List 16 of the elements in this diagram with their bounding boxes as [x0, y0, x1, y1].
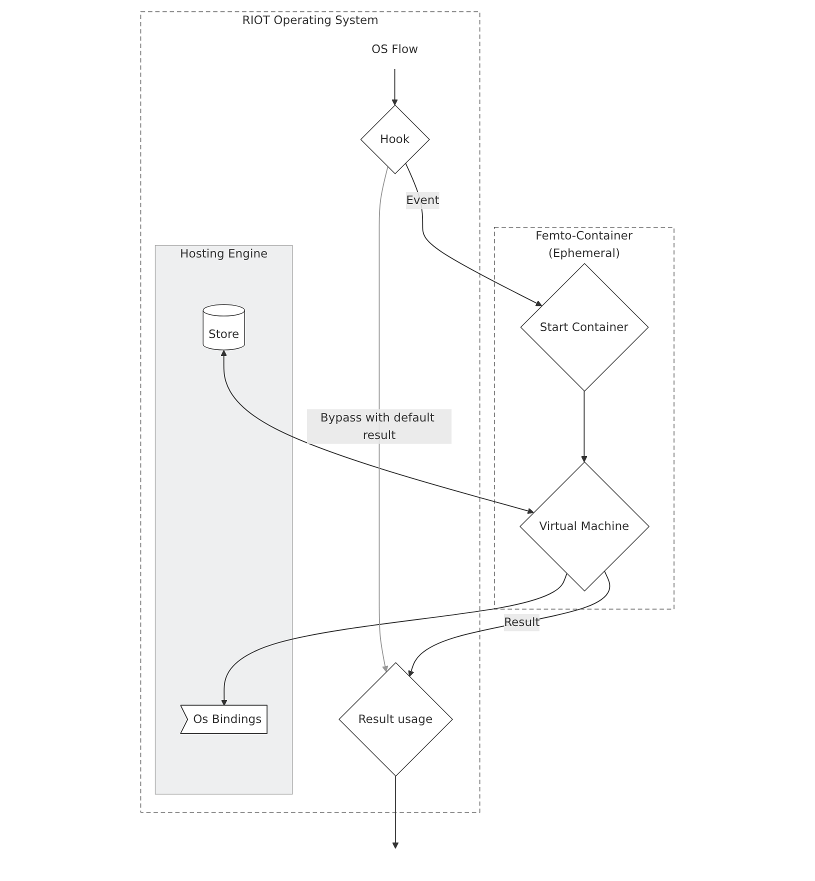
arrow	[221, 572, 568, 706]
edge-label: Event	[406, 192, 440, 207]
arrow	[581, 390, 588, 462]
arrow	[392, 775, 399, 848]
node-diamond: Result usage	[338, 662, 454, 776]
arrow	[378, 166, 388, 672]
node-diamond: Virtual Machine	[520, 461, 650, 592]
arrow	[220, 349, 534, 514]
arrow	[392, 68, 398, 105]
arrow	[408, 570, 610, 676]
node-text: OS Flow	[372, 42, 418, 56]
edge-label: Result	[504, 614, 540, 629]
edge-label: Bypass with default result	[320, 410, 434, 442]
node-diamond: Hook	[360, 104, 430, 174]
arrow	[405, 162, 542, 306]
node-diamond: Start Container	[520, 262, 649, 392]
